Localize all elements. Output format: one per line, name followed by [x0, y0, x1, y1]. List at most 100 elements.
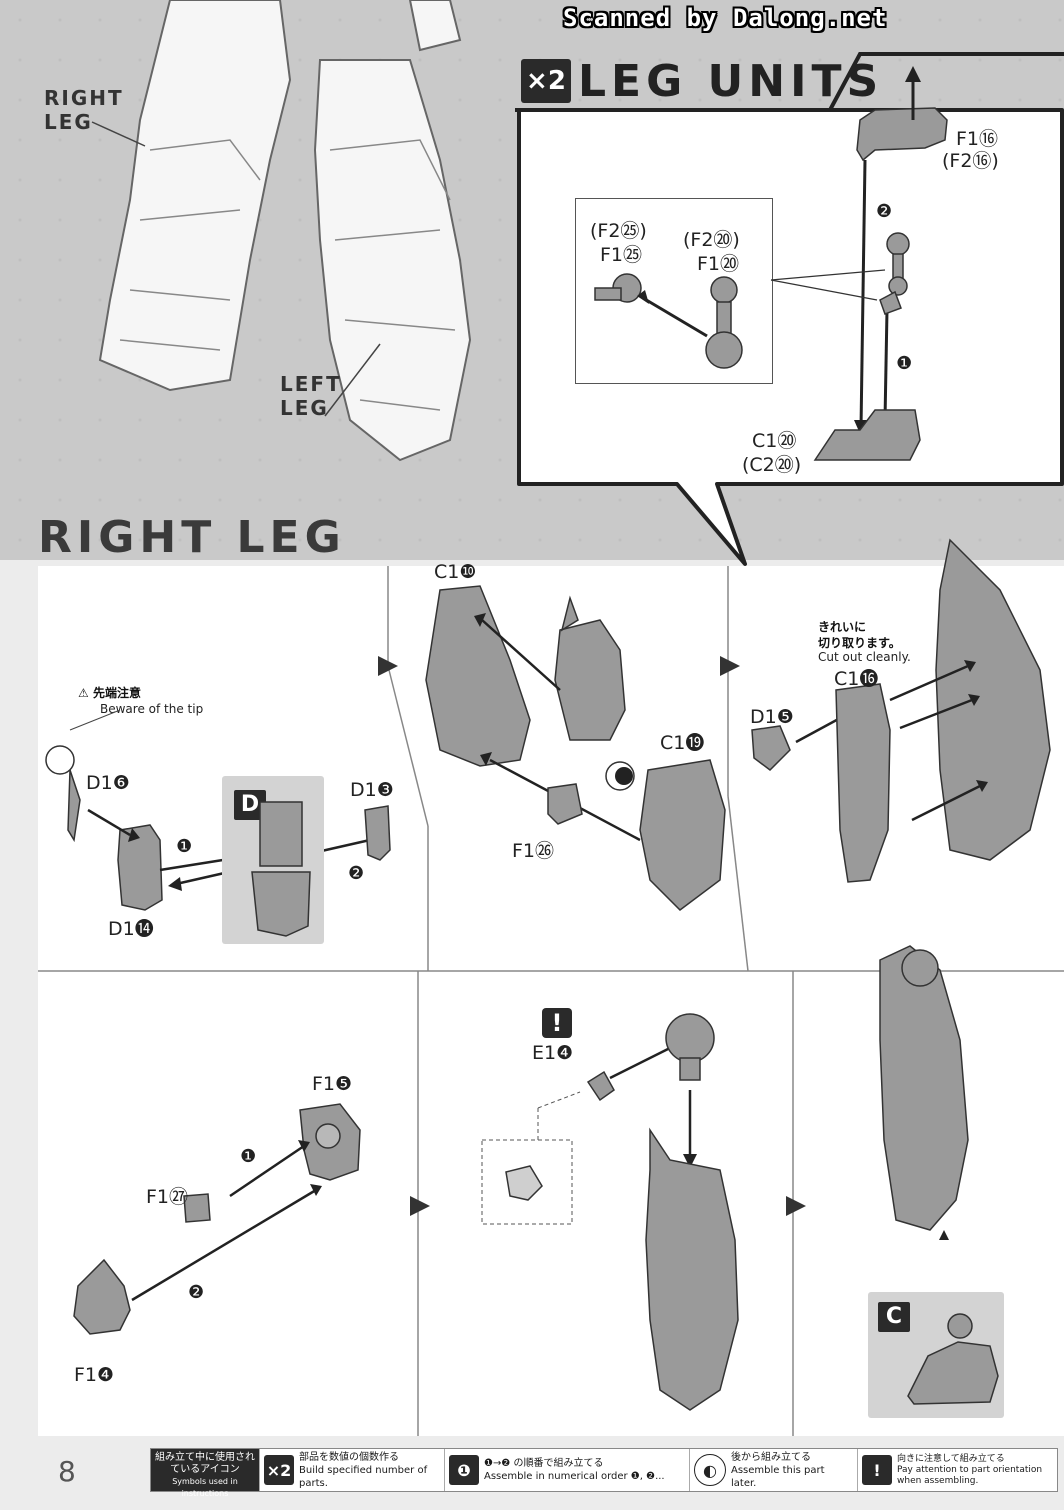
leg-units-title: LEG UNITS [578, 56, 884, 107]
upper-part [554, 619, 626, 741]
step6-diagram [879, 945, 969, 1240]
legend-item-orientation-en: Pay attention to part orientation when a… [897, 1464, 1043, 1486]
cut-note-jp-1: きれいに [818, 620, 867, 634]
label-f2-20: (F2⑳) [683, 229, 740, 251]
legend-item-orientation: ! 向きに注意して組み立てる Pay attention to part ori… [857, 1449, 1057, 1491]
step3-diagram [751, 538, 1051, 883]
legend-item-multiply-en: Build specified number of parts. [299, 1464, 428, 1489]
legend-title-en: Symbols used in instructions [172, 1477, 238, 1498]
part-f1-4 [73, 1258, 131, 1335]
page-number: 8 [58, 1455, 76, 1488]
label-f1-26: F1㉖ [512, 840, 555, 862]
left-leg-shape [313, 59, 472, 462]
orientation-icon: ! [862, 1455, 892, 1485]
label-f1-25: F1㉕ [600, 244, 643, 266]
callout-right-leg-line1: RIGHT [44, 86, 124, 110]
part-c1-19 [639, 759, 726, 911]
legend-item-later-en: Assemble this part later. [731, 1464, 825, 1489]
callout-left-leg-line1: LEFT [280, 372, 342, 396]
label-d1-6: D1❻ [86, 772, 130, 794]
legend-title-jp: 組み立て中に使用されているアイコン [155, 1452, 255, 1475]
legend-item-order-jp: ❶→❷ の順番で組み立てる [484, 1458, 604, 1469]
label-d1-5: D1❺ [750, 706, 794, 728]
callout-left-leg-leader [324, 343, 381, 417]
right-leg-title: RIGHT LEG [38, 512, 346, 563]
label-f2-25: (F2㉕) [590, 220, 647, 242]
right-leg-shape [98, 0, 292, 392]
step4-diagram [73, 1103, 361, 1335]
warning-en: Beware of the tip [100, 702, 204, 716]
part-f1-27 [183, 1193, 211, 1223]
legend-item-orientation-text: 向きに注意して組み立てる Pay attention to part orien… [897, 1454, 1053, 1487]
label-f1-16: F1⑯ [956, 128, 999, 150]
step1-marker-1: ❶ [176, 836, 193, 857]
warning-jp: ⚠ 先端注意 [78, 686, 141, 700]
subassembly-c-part [907, 1313, 999, 1405]
part-d1-5 [751, 725, 791, 771]
label-f2-16: (F2⑯) [942, 150, 999, 172]
assembled-upper-leg [935, 538, 1051, 861]
cut-note-en: Cut out cleanly. [818, 650, 911, 664]
legend-title: 組み立て中に使用されているアイコン Symbols used in instru… [151, 1449, 259, 1498]
numbered-step-icon: ❶ [449, 1455, 479, 1485]
part-d1-14 [117, 824, 163, 911]
label-c1-16: C1⓰ [834, 668, 879, 690]
label-f1-4: F1❹ [74, 1364, 115, 1386]
callout-left-leg: LEFT LEG [280, 372, 342, 420]
part-c1-10 [425, 585, 531, 767]
label-e1-4: E1❹ [532, 1042, 574, 1064]
label-c2-20: (C2⑳) [742, 454, 802, 476]
hand-shape [408, 0, 462, 52]
legend-item-later-text: 後から組み立てる Assemble this part later. [731, 1451, 853, 1490]
orientation-warning-icon: ! [542, 1008, 572, 1038]
completed-leg [879, 945, 969, 1231]
legend-item-orientation-jp: 向きに注意して組み立てる [897, 1453, 1005, 1464]
legend-item-later: ◐ 後から組み立てる Assemble this part later. [689, 1449, 857, 1491]
label-f1-27: F1㉗ [146, 1186, 189, 1208]
step-2-marker: ❷ [876, 201, 893, 222]
overview-legs-illustration [98, 0, 472, 462]
label-c1-20: C1⑳ [752, 430, 797, 452]
part-f1-26 [547, 783, 583, 825]
step1-diagram [45, 710, 391, 911]
legend-item-later-jp: 後から組み立てる [731, 1451, 811, 1463]
callout-right-leg-leader [91, 121, 146, 147]
knee-joint [665, 1013, 715, 1063]
part-d1-6 [67, 769, 81, 843]
part-c1-16 [835, 683, 891, 883]
subassembly-c-label: C [878, 1302, 910, 1332]
leg-units-diagram [594, 66, 948, 461]
callout-left-leg-line2: LEG [280, 396, 329, 420]
label-f1-5: F1❺ [312, 1073, 353, 1095]
label-f1-20: F1⑳ [697, 253, 740, 275]
step4-marker-2: ❷ [188, 1282, 205, 1303]
label-d1-14: D1⓮ [108, 918, 154, 940]
step1-marker-2: ❷ [348, 863, 365, 884]
part-d1-3 [364, 805, 391, 861]
warning-jp-text: 先端注意 [92, 686, 141, 700]
step-dividers [38, 566, 1064, 1436]
multiplier-badge: ×2 [521, 59, 571, 103]
subassembly-d-part [251, 801, 311, 937]
legend-item-order-en: Assemble in numerical order ❶, ❷... [484, 1471, 665, 1482]
label-c1-19: C1⓳ [660, 732, 705, 754]
legend-item-multiply-jp: 部品を数値の個数作る [299, 1451, 399, 1463]
legend-item-order-text: ❶→❷ の順番で組み立てる Assemble in numerical orde… [484, 1457, 665, 1483]
step5-diagram [481, 1013, 739, 1411]
cut-note-jp-2: 切り取ります。 [818, 636, 901, 650]
part-c1-20 [813, 409, 921, 461]
assemble-later-icon: ◐ [694, 1454, 726, 1486]
multiply-icon: ×2 [264, 1455, 294, 1485]
callout-right-leg-line2: LEG [44, 110, 93, 134]
step4-marker-1: ❶ [240, 1146, 257, 1167]
label-d1-3: D1❸ [350, 779, 394, 801]
label-c1-10: C1❿ [434, 561, 477, 583]
watermark: Scanned by Dalong.net [563, 4, 888, 32]
callout-right-leg: RIGHT LEG [44, 86, 124, 134]
leg-assembly [645, 1127, 739, 1411]
part-e1-4 [586, 1070, 615, 1102]
step-1-marker: ❶ [896, 353, 913, 374]
legend-item-multiply-text: 部品を数値の個数作る Build specified number of par… [299, 1451, 440, 1490]
legend-item-multiply: ×2 部品を数値の個数作る Build specified number of … [259, 1449, 444, 1491]
part-f1-16 [856, 107, 948, 162]
